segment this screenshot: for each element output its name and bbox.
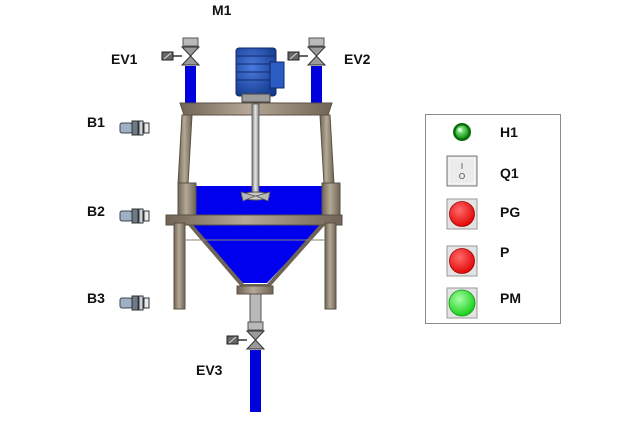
sensor-b1-label: B1 [87, 114, 105, 130]
valve-ev2-label: EV2 [344, 51, 371, 67]
switch-q1-label: Q1 [500, 165, 519, 181]
valve-ev2[interactable] [287, 37, 327, 66]
push-button-p[interactable] [446, 245, 478, 277]
tank-body [165, 182, 343, 310]
push-button-p-label: P [500, 244, 510, 260]
sensor-b3-label: B3 [87, 290, 105, 306]
tank-liquid [188, 186, 325, 283]
push-button-pg-label: PG [500, 204, 521, 220]
sensor-b2 [119, 208, 150, 224]
outlet-pipe [250, 350, 261, 412]
valve-ev3-label: EV3 [196, 362, 223, 378]
sensor-b2-label: B2 [87, 203, 105, 219]
push-button-pm[interactable] [446, 287, 478, 319]
control-panel: I O H1 Q1 PG P PM [425, 114, 561, 324]
control-panel-graphics: I O [446, 123, 478, 319]
switch-q1[interactable]: I O [446, 155, 478, 187]
valve-ev1[interactable] [161, 37, 201, 66]
inlet-pipe-left [185, 66, 196, 110]
valve-ev3[interactable] [226, 321, 266, 350]
push-button-pg[interactable] [446, 198, 478, 230]
sensor-b3 [119, 295, 150, 311]
motor-label: M1 [212, 2, 232, 18]
inlet-pipe-right [311, 66, 322, 110]
outlet-neck [249, 293, 262, 323]
sensor-b1 [119, 120, 150, 136]
switch-q1-off-text: O [459, 172, 465, 181]
switch-q1-on-text: I [461, 162, 463, 171]
pilot-light-h1-label: H1 [500, 124, 518, 140]
pilot-light-h1-icon [453, 123, 471, 141]
push-button-pm-label: PM [500, 290, 521, 306]
motor-m1[interactable] [235, 47, 285, 103]
valve-ev1-label: EV1 [111, 51, 138, 67]
agitator [240, 103, 271, 202]
